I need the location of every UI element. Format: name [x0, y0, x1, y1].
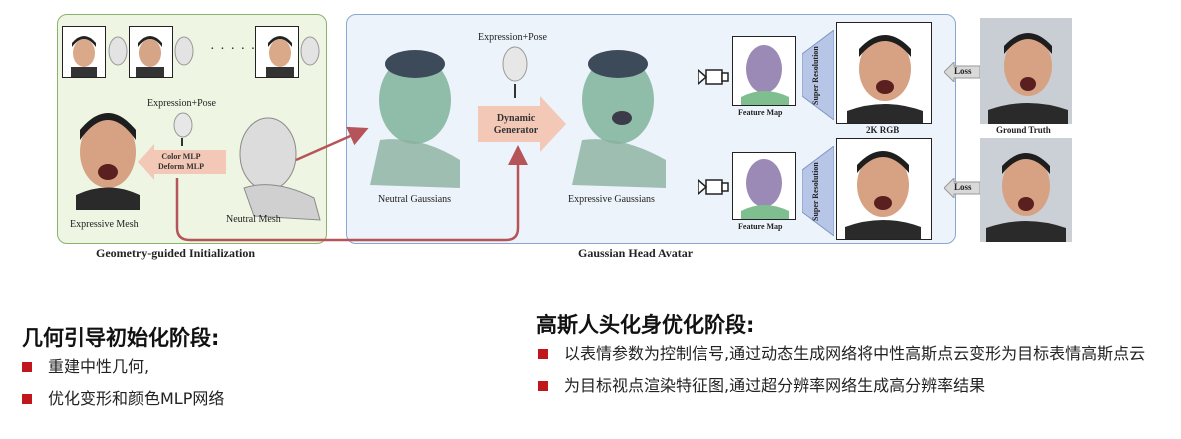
- feature-map-bottom-label: Feature Map: [738, 222, 783, 231]
- feature-map-top: [732, 36, 796, 106]
- camera-icon-top: [697, 66, 730, 88]
- section-title-init: 几何引导初始化阶段:: [22, 326, 220, 350]
- dynamic-generator-label: Dynamic Generator: [488, 113, 544, 137]
- neutral-gaussians-label: Neutral Gaussians: [378, 194, 452, 205]
- generator-text: Generator: [493, 125, 539, 136]
- mlp-arrow-label: Color MLP Deform MLP: [158, 152, 204, 172]
- input-image-3: [255, 26, 299, 78]
- left-expression-pose-label: Expression+Pose: [147, 98, 216, 109]
- right-expression-arrow: [514, 84, 516, 98]
- right-expression-pose-label: Expression+Pose: [478, 32, 547, 43]
- ground-truth-bottom: [980, 138, 1072, 242]
- feature-map-bottom: [732, 152, 796, 220]
- expressive-mesh-image: [66, 100, 146, 210]
- rgb-label: 2K RGB: [866, 125, 900, 135]
- loss-label-top: Loss: [954, 66, 972, 76]
- bullet-text: 以表情参数为控制信号,通过动态生成网络将中性高斯点云变形为目标表情高斯点云: [564, 344, 1146, 363]
- mesh-thumb-3: [299, 34, 321, 68]
- bullet-item: 优化变形和颜色MLP网络: [22, 388, 502, 410]
- deform-mlp-text: Deform MLP: [158, 162, 204, 171]
- expressive-mesh-label: Expressive Mesh: [70, 219, 139, 230]
- super-resolution-text-bottom: Super Resolution: [811, 162, 820, 222]
- camera-icon-bottom: [697, 176, 730, 198]
- input-image-2: [129, 26, 173, 78]
- section-bullets-init: 重建中性几何, 优化变形和颜色MLP网络: [22, 356, 502, 410]
- color-mlp-text: Color MLP: [161, 152, 201, 161]
- mesh-thumb-1: [107, 34, 129, 68]
- rgb-output-bottom: [836, 138, 932, 240]
- bullet-item: 以表情参数为控制信号,通过动态生成网络将中性高斯点云变形为目标表情高斯点云: [538, 343, 1158, 365]
- bullet-marker: [22, 362, 32, 372]
- expressive-gaussians-label: Expressive Gaussians: [568, 194, 655, 205]
- section-bullets-optimization: 以表情参数为控制信号,通过动态生成网络将中性高斯点云变形为目标表情高斯点云 为目…: [538, 343, 1158, 397]
- bullet-marker: [538, 381, 548, 391]
- neutral-gaussians-image: [360, 40, 465, 190]
- input-image-1: [62, 26, 106, 78]
- left-expression-head: [172, 112, 194, 138]
- left-panel-caption: Geometry-guided Initialization: [96, 246, 255, 260]
- ellipsis: · · · · · ·: [210, 42, 267, 57]
- dynamic-generator-arrow: [478, 96, 566, 152]
- bullet-item: 重建中性几何,: [22, 356, 502, 378]
- rgb-output-top: [836, 22, 932, 124]
- bullet-text: 为目标视点渲染特征图,通过超分辨率网络生成高分辨率结果: [564, 376, 986, 395]
- section-title-optimization: 高斯人头化身优化阶段:: [536, 313, 755, 337]
- feature-map-top-label: Feature Map: [738, 108, 783, 117]
- loss-label-bottom: Loss: [954, 182, 972, 192]
- ground-truth-top: [980, 18, 1072, 124]
- ground-truth-label: Ground Truth: [996, 125, 1051, 135]
- bullet-item: 为目标视点渲染特征图,通过超分辨率网络生成高分辨率结果: [538, 375, 1158, 397]
- left-expression-arrow: [181, 138, 183, 146]
- neutral-mesh-image: [224, 108, 324, 223]
- right-panel-caption: Gaussian Head Avatar: [578, 246, 694, 260]
- bullet-marker: [22, 394, 32, 404]
- mlp-arrow: [138, 144, 226, 180]
- bullet-text: 重建中性几何,: [48, 357, 150, 376]
- bullet-text: 优化变形和颜色MLP网络: [48, 389, 225, 408]
- neutral-mesh-label: Neutral Mesh: [226, 214, 281, 225]
- right-expression-head: [500, 45, 530, 83]
- super-resolution-text-top: Super Resolution: [811, 46, 820, 106]
- expressive-gaussians-image: [562, 40, 672, 190]
- connector-arrows: [175, 126, 528, 242]
- mesh-thumb-2: [173, 34, 195, 68]
- bullet-marker: [538, 349, 548, 359]
- dynamic-text: Dynamic: [496, 113, 536, 124]
